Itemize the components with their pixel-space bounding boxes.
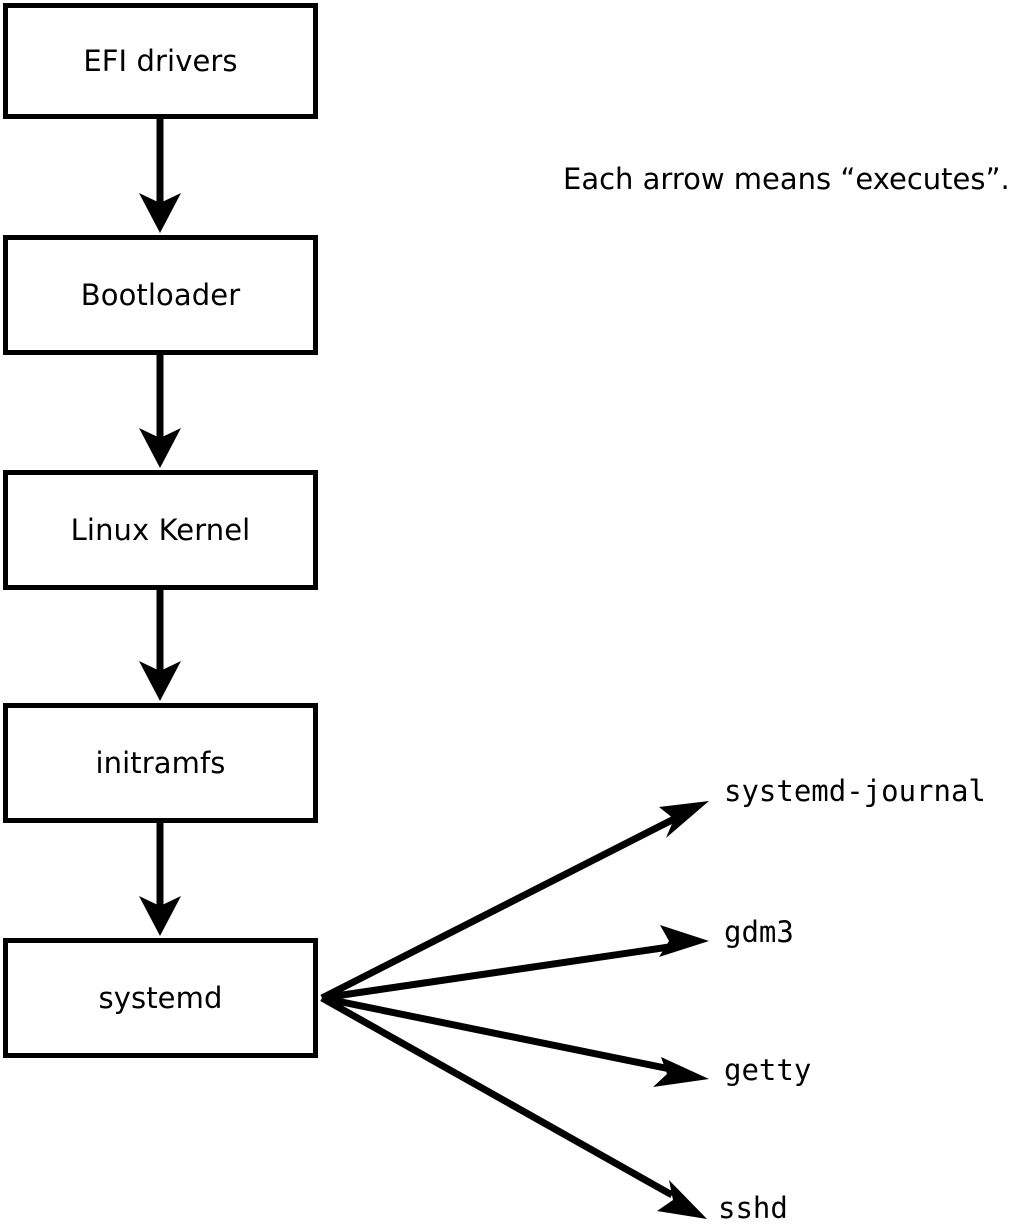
node-label-linux-kernel: Linux Kernel [70,512,251,547]
node-box-linux-kernel[interactable]: Linux Kernel [3,470,318,590]
node-box-systemd[interactable]: systemd [3,938,318,1058]
leaf-label-sshd[interactable]: sshd [718,1191,788,1225]
fanout-arrow-gdm3 [321,925,709,1002]
leaf-label-systemd-journal[interactable]: systemd-journal [724,774,986,808]
node-label-efi-drivers: EFI drivers [83,43,238,78]
leaf-label-getty[interactable]: getty [724,1053,812,1087]
node-box-initramfs[interactable]: initramfs [3,703,318,823]
chain-arrow-efi-to-bootloader [139,119,181,233]
fanout-arrow-systemd-journal [320,801,709,1002]
chain-arrow-bootloader-to-kernel [139,355,181,468]
caption-arrow-meaning: Each arrow means “executes”. [563,162,1010,196]
node-label-bootloader: Bootloader [80,277,241,312]
leaf-label-gdm3[interactable]: gdm3 [724,915,794,949]
fanout-arrow-getty [321,994,709,1087]
chain-arrow-initramfs-to-systemd [139,823,181,936]
fanout-arrow-sshd [320,994,707,1219]
chain-arrow-kernel-to-initramfs [139,590,181,701]
node-box-efi-drivers[interactable]: EFI drivers [3,3,318,119]
node-box-bootloader[interactable]: Bootloader [3,235,318,355]
node-label-initramfs: initramfs [95,745,226,780]
node-label-systemd: systemd [98,980,223,1015]
